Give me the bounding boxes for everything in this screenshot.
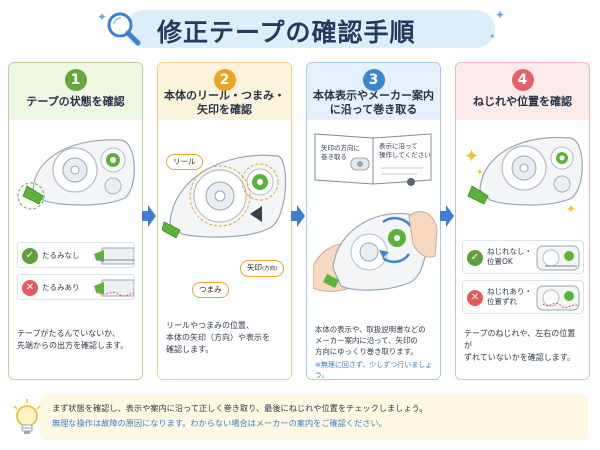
- step-header: 1 テープの状態を確認: [9, 63, 142, 119]
- sparkle-icon: ✦: [464, 146, 480, 167]
- step-title: 本体のリール・つまみ・ 矢印を確認: [164, 89, 285, 116]
- step-card-4: 4 ねじれや位置を確認 ✦ ✦ ✦ ✓ ねじれなし・ 位置OK: [455, 62, 590, 380]
- step-body: 矢印の方向に 巻き取る 表示に沿って 操作してください 本体の表示や、取扱説明書…: [307, 119, 440, 379]
- reel-aligned-illustration: [536, 245, 580, 271]
- sparkle-icon: ✦: [476, 168, 484, 178]
- check-icon: ✓: [22, 248, 38, 264]
- title-pill: [125, 10, 495, 48]
- sparkle-icon: ✦: [566, 202, 577, 216]
- status-label: ねじれなし・ 位置OK: [487, 247, 532, 266]
- step-title: ねじれや位置を確認: [473, 95, 572, 108]
- step-body: リール つまみ 矢印(方向) リールやつまみの位置、 本体の矢印（方向）や表示を…: [158, 119, 291, 379]
- step-header: 4 ねじれや位置を確認: [456, 63, 589, 119]
- status-row-ok: ✓ ねじれなし・ 位置OK: [462, 240, 584, 274]
- callout-reel: リール: [166, 154, 203, 170]
- sparkle-icon: ✦: [97, 10, 108, 24]
- sparkle-icon: ✦: [495, 8, 506, 22]
- step-description: 本体の表示や、取扱説明書などの メーカー案内に沿って、矢印の 方向にゆっくり巻き…: [315, 325, 426, 356]
- step-header: 2 本体のリール・つまみ・ 矢印を確認: [158, 63, 291, 119]
- manual-left-text: 矢印の方向に 巻き取る: [321, 144, 360, 161]
- manual-illustration: [314, 133, 432, 186]
- step-number-badge: 4: [511, 69, 534, 91]
- hands-winding-illustration: [313, 211, 438, 292]
- status-label: たるみなし: [42, 251, 80, 260]
- step-title: 本体表示やメーカー案内 に沿って巻き取る: [313, 89, 434, 116]
- status-row-ng: ✕ たるみあり: [17, 274, 135, 300]
- status-label: ねじれあり・ 位置ずれ: [487, 287, 532, 306]
- step-number-badge: 3: [362, 69, 385, 91]
- step-header: 3 本体表示やメーカー案内 に沿って巻き取る: [307, 63, 440, 119]
- right-arrow-icon: [440, 205, 454, 227]
- tape-dispenser-illustration: [467, 136, 583, 206]
- right-arrow-icon: [142, 205, 156, 227]
- tape-tip-illustration: [94, 247, 134, 265]
- manual-right-text: 表示に沿って 操作してください: [379, 142, 431, 159]
- step-description: テープのねじれや、左右の位置が ずれていないかを確認します。: [464, 329, 576, 362]
- tip-text-caution: 無理な操作は故障の原因になります。わからない場合はメーカーの案内をご確認ください…: [52, 418, 387, 428]
- step-card-2: 2 本体のリール・つまみ・ 矢印を確認 リール つまみ 矢印(方向) リールやつ…: [157, 62, 292, 380]
- step-card-3: 3 本体表示やメーカー案内 に沿って巻き取る 矢印の方向に 巻き取る 表示に沿っ…: [306, 62, 441, 380]
- cross-icon: ✕: [467, 290, 483, 306]
- step-body: ✓ たるみなし ✕ たるみあり テープがたるんでいないか、 先端からの出方を確認…: [9, 119, 142, 379]
- reel-twisted-illustration: [536, 285, 580, 311]
- callout-knob: つまみ: [192, 282, 229, 298]
- step-description: テープがたるんでいないか、 先端からの出方を確認します。: [17, 329, 129, 350]
- right-arrow-icon: [291, 205, 305, 227]
- lightbulb-icon: [13, 399, 41, 434]
- cross-icon: ✕: [22, 280, 38, 296]
- status-row-ok: ✓ たるみなし: [17, 242, 135, 268]
- step-card-1: 1 テープの状態を確認 ✓ たるみなし ✕ たるみあり: [8, 62, 143, 380]
- magnifier-icon: [107, 12, 141, 46]
- tip-box: [40, 394, 588, 440]
- tip-text-main: まず状態を確認し、表示や案内に沿って正しく巻き取り、最後にねじれや位置をチェック…: [52, 403, 428, 413]
- step-number-badge: 2: [213, 69, 236, 91]
- check-icon: ✓: [467, 250, 483, 266]
- tape-dispenser-illustration: [162, 154, 287, 239]
- tape-tip-slack-illustration: [94, 279, 134, 297]
- step-title: テープの状態を確認: [26, 95, 125, 108]
- step-note: ※無理に回さず、少しずつ行いましょう。: [315, 361, 433, 379]
- step-description: リールやつまみの位置、 本体の矢印（方向）や表示を 確認します。: [166, 321, 270, 354]
- callout-arrow: 矢印(方向): [240, 260, 285, 277]
- title-banner: ✦ ✦ ✦ 修正テープの確認手順: [95, 6, 505, 50]
- sparkle-icon: ✦: [489, 32, 496, 41]
- status-label: たるみあり: [42, 283, 80, 292]
- step-body: ✦ ✦ ✦ ✓ ねじれなし・ 位置OK: [456, 119, 589, 379]
- page-title: 修正テープの確認手順: [157, 18, 416, 47]
- tape-dispenser-illustration: [17, 139, 135, 210]
- step-number-badge: 1: [64, 69, 87, 91]
- status-row-ng: ✕ ねじれあり・ 位置ずれ: [462, 280, 584, 314]
